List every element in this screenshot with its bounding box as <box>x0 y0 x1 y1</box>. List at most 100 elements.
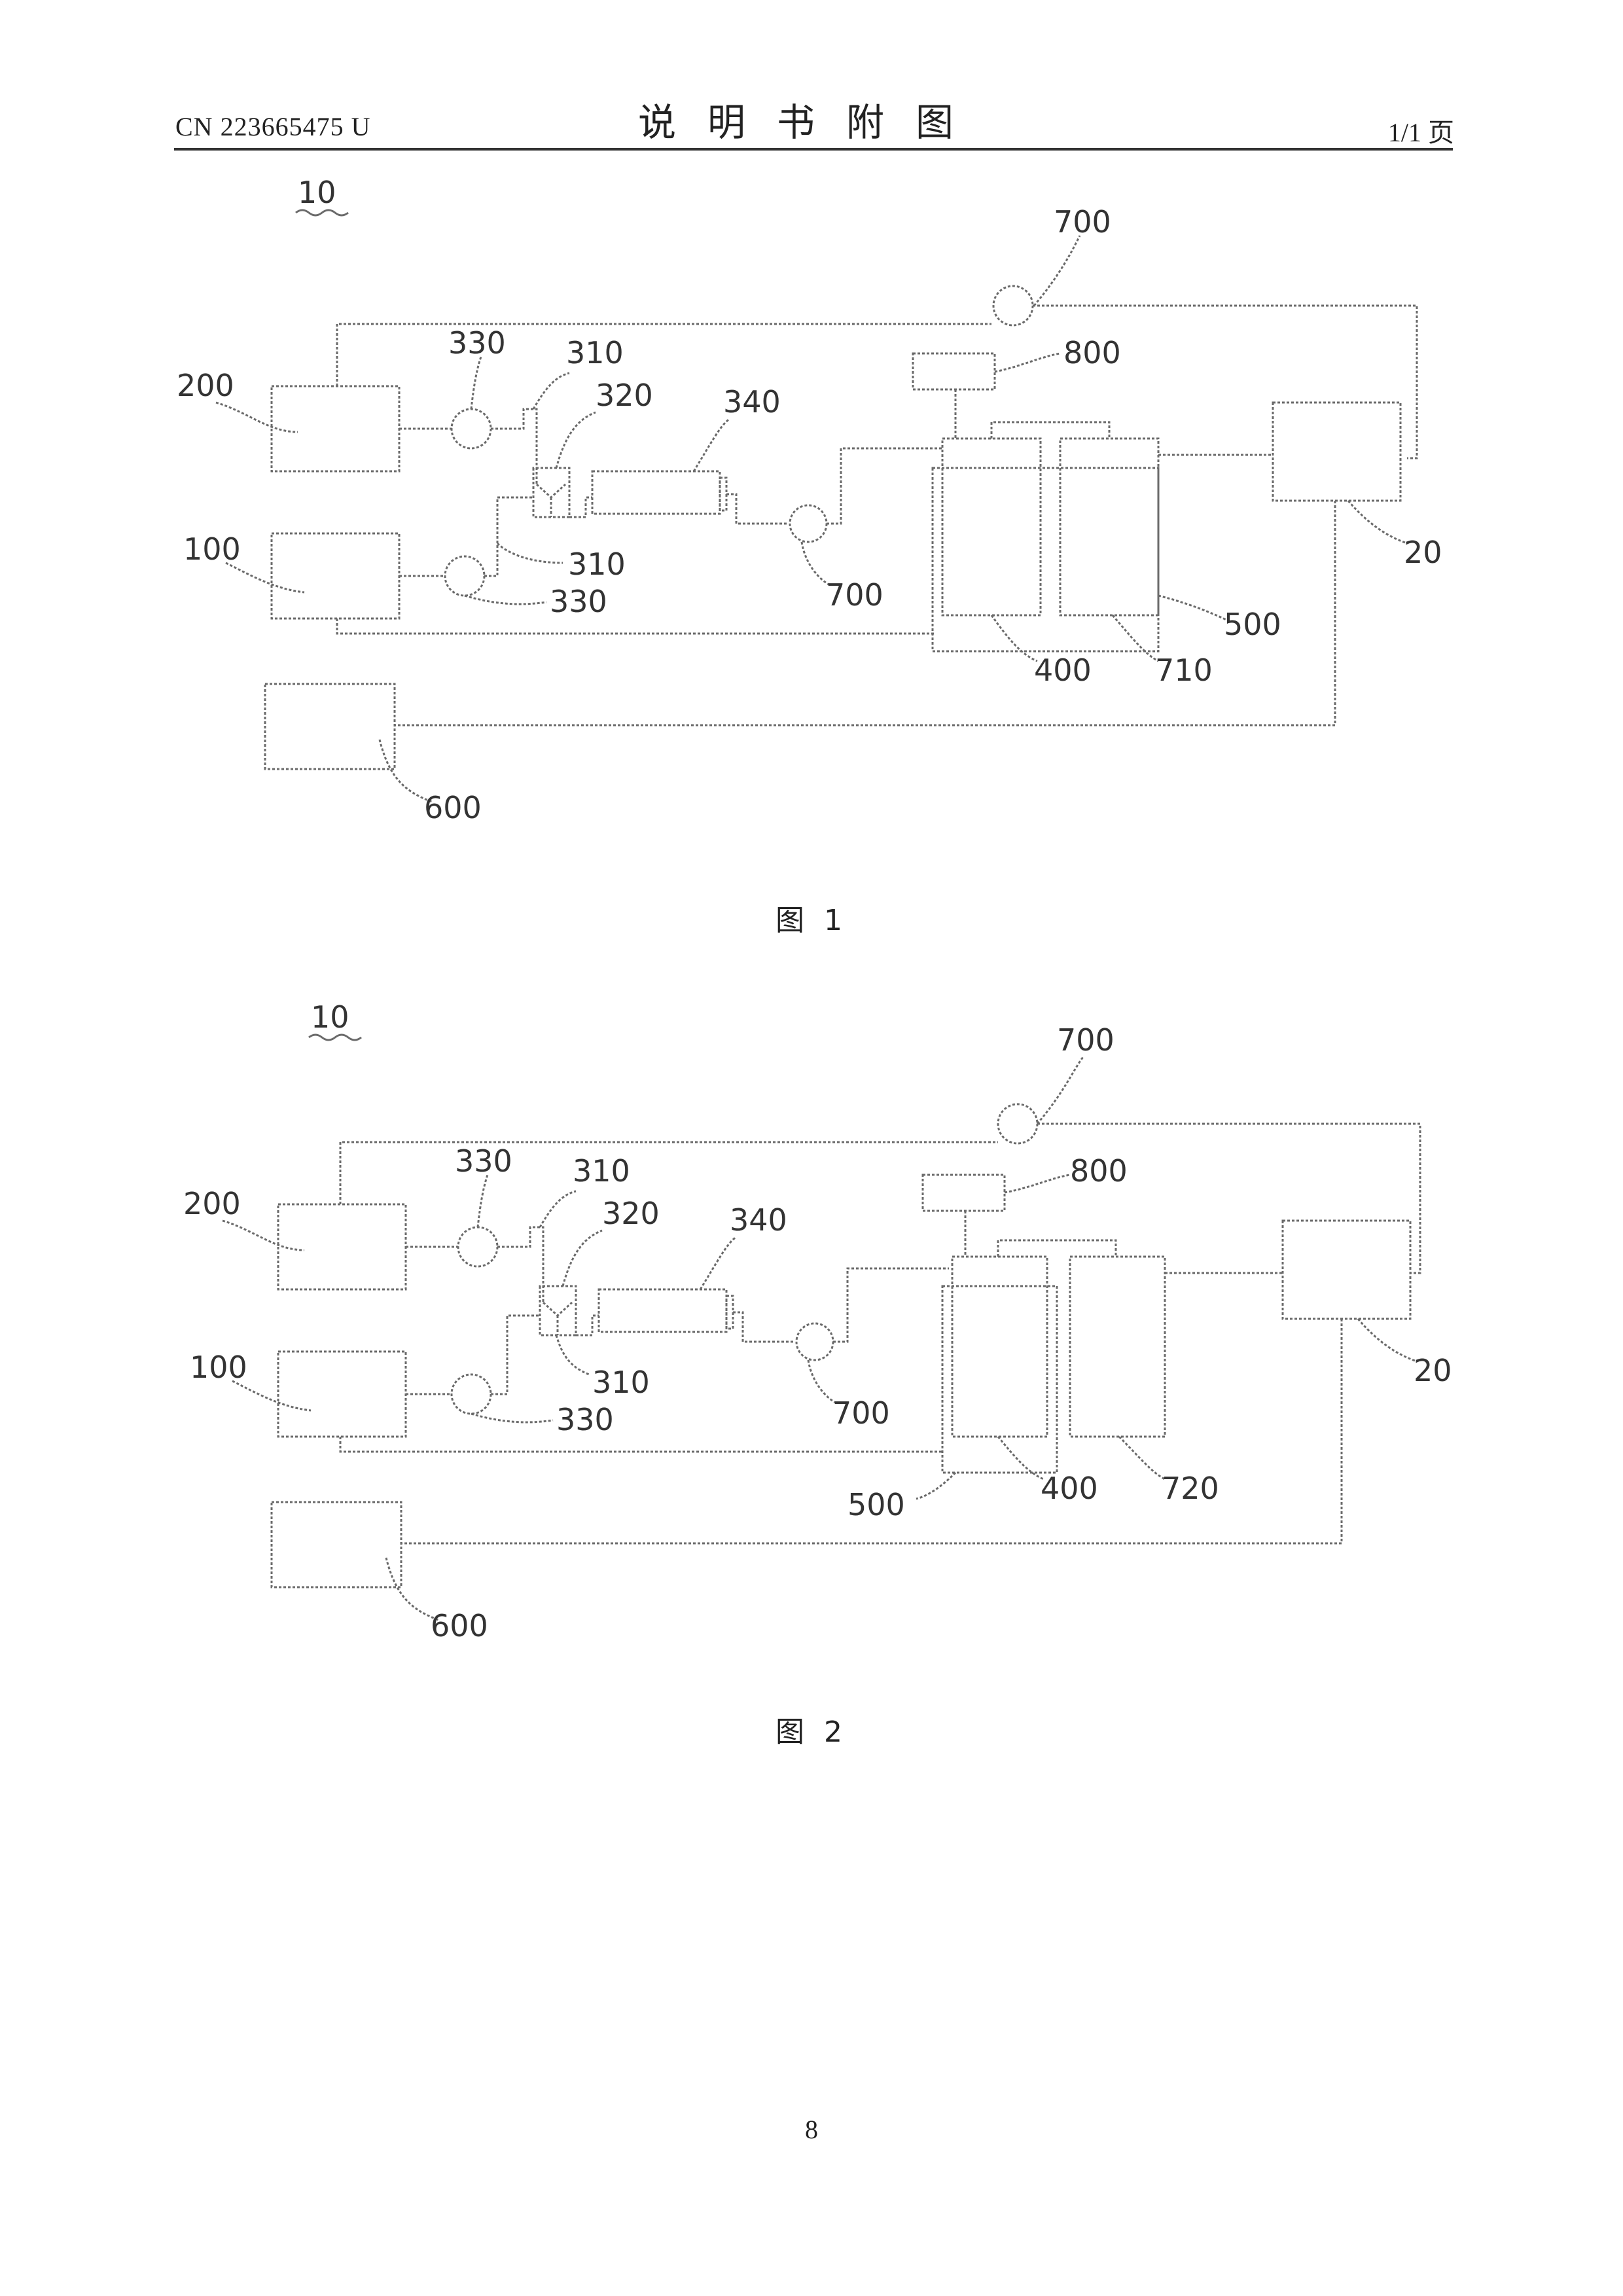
label-pump-top: 700 <box>1057 1022 1115 1058</box>
enclosure-500 <box>933 468 1158 651</box>
pipe-310-lower <box>484 497 533 576</box>
reactor-340-end <box>720 478 726 511</box>
leader-200 <box>223 1221 304 1250</box>
pipe-310-upper <box>497 1227 543 1302</box>
pump-330-upper <box>458 1227 497 1266</box>
leader-310-lower <box>497 543 563 563</box>
label-pump-top: 700 <box>1054 204 1111 240</box>
leader-500 <box>916 1473 955 1499</box>
leader-20 <box>1358 1319 1417 1361</box>
leader-340 <box>700 1237 736 1289</box>
pump-330-upper <box>452 409 491 448</box>
label-pipe-310-lower: 310 <box>568 547 626 582</box>
leader-700-top <box>1037 1057 1083 1124</box>
leader-20 <box>1348 501 1407 543</box>
return-line <box>337 619 936 634</box>
line-controller-600 <box>395 501 1335 725</box>
leader-310-upper <box>540 1191 576 1227</box>
label-controller: 20 <box>1404 535 1442 570</box>
label-unit-200: 200 <box>183 1186 241 1221</box>
controller-20-box <box>1273 403 1400 501</box>
leader-400 <box>991 615 1037 661</box>
leader-330-lower <box>471 1414 553 1422</box>
figure-1-caption: 图 1 <box>0 897 1623 939</box>
label-reactor: 340 <box>723 384 781 420</box>
leader-310-lower <box>556 1335 589 1374</box>
leader-320 <box>556 412 596 468</box>
label-pump-mid: 700 <box>832 1395 890 1431</box>
top-line-left <box>337 324 991 386</box>
unit-600-box <box>265 684 395 769</box>
label-tank-400: 400 <box>1041 1471 1098 1506</box>
label-mixer: 320 <box>596 378 653 413</box>
leader-720 <box>1119 1437 1165 1479</box>
pipe-reactor-pump <box>726 494 789 524</box>
label-mixer: 320 <box>602 1196 660 1231</box>
mixer-320-body <box>533 468 569 517</box>
leader-310-upper <box>533 373 569 409</box>
leader-700-top <box>1034 236 1080 306</box>
label-unit-200: 200 <box>177 368 234 403</box>
unit-100-box <box>278 1352 406 1437</box>
top-line-left <box>340 1142 998 1204</box>
unit-600-box <box>272 1502 401 1587</box>
tank-link <box>991 422 1109 439</box>
tank-400 <box>952 1257 1047 1437</box>
pump-700-top <box>993 286 1033 325</box>
pipe-310-upper <box>491 409 537 484</box>
label-unit-100: 100 <box>190 1350 247 1385</box>
pump-700-mid <box>790 505 827 542</box>
label-pipe-310-lower: 310 <box>592 1365 650 1400</box>
page-info: 1/1 页 <box>1388 111 1454 149</box>
pipe-mixer-reactor <box>576 1316 599 1335</box>
label-tank-second: 720 <box>1162 1471 1219 1506</box>
label-unit-100: 100 <box>183 531 241 567</box>
leader-330-upper <box>471 357 481 409</box>
leader-500 <box>1158 596 1230 622</box>
pipe-reactor-pump <box>733 1312 795 1342</box>
pipe-mixer-reactor <box>569 497 592 517</box>
top-line-right <box>1033 306 1417 458</box>
system-wave-mark <box>309 1035 361 1040</box>
label-pump-330-lower: 330 <box>556 1402 614 1437</box>
leader-340 <box>694 419 730 471</box>
mixer-320-y <box>537 484 565 517</box>
leader-800 <box>1005 1175 1070 1193</box>
reactor-340-box <box>599 1289 726 1332</box>
page-title: 说明书附图 <box>0 92 1623 147</box>
enclosure-500 <box>942 1286 1057 1473</box>
label-sensor: 800 <box>1063 335 1121 370</box>
tank-link <box>998 1240 1116 1257</box>
leader-330-upper <box>478 1175 488 1227</box>
header-divider <box>174 148 1453 151</box>
tank-710 <box>1060 439 1158 615</box>
label-reactor: 340 <box>730 1202 787 1238</box>
label-pump-mid: 700 <box>826 577 883 613</box>
figure-1-diagram: 10 700 200 330 310 320 340 700 100 330 3… <box>0 157 1623 877</box>
mixer-320-body <box>540 1286 576 1335</box>
leader-330-lower <box>465 596 546 604</box>
pipe-310-lower <box>491 1316 540 1394</box>
pump-330-lower <box>445 556 484 596</box>
label-enclosure: 500 <box>1224 607 1281 642</box>
return-line <box>340 1437 942 1452</box>
label-pump-330-upper: 330 <box>455 1143 512 1179</box>
tank-720 <box>1070 1257 1165 1437</box>
leader-100 <box>232 1381 311 1410</box>
leader-800 <box>995 353 1060 372</box>
pump-700-top <box>998 1104 1037 1143</box>
label-system: 10 <box>311 999 349 1035</box>
top-line-right <box>1037 1124 1420 1273</box>
leader-710 <box>1113 615 1158 661</box>
label-tank-400: 400 <box>1034 653 1092 688</box>
sensor-800-box <box>913 353 995 389</box>
sensor-800-box <box>923 1175 1005 1211</box>
label-pipe-310-upper: 310 <box>573 1153 630 1189</box>
mixer-320-y <box>543 1302 572 1335</box>
label-system: 10 <box>298 175 336 210</box>
system-wave-mark <box>296 210 348 215</box>
tank-400 <box>942 439 1041 615</box>
leader-100 <box>226 563 304 592</box>
figure-2-caption: 图 2 <box>0 1708 1623 1750</box>
leader-320 <box>563 1230 602 1286</box>
